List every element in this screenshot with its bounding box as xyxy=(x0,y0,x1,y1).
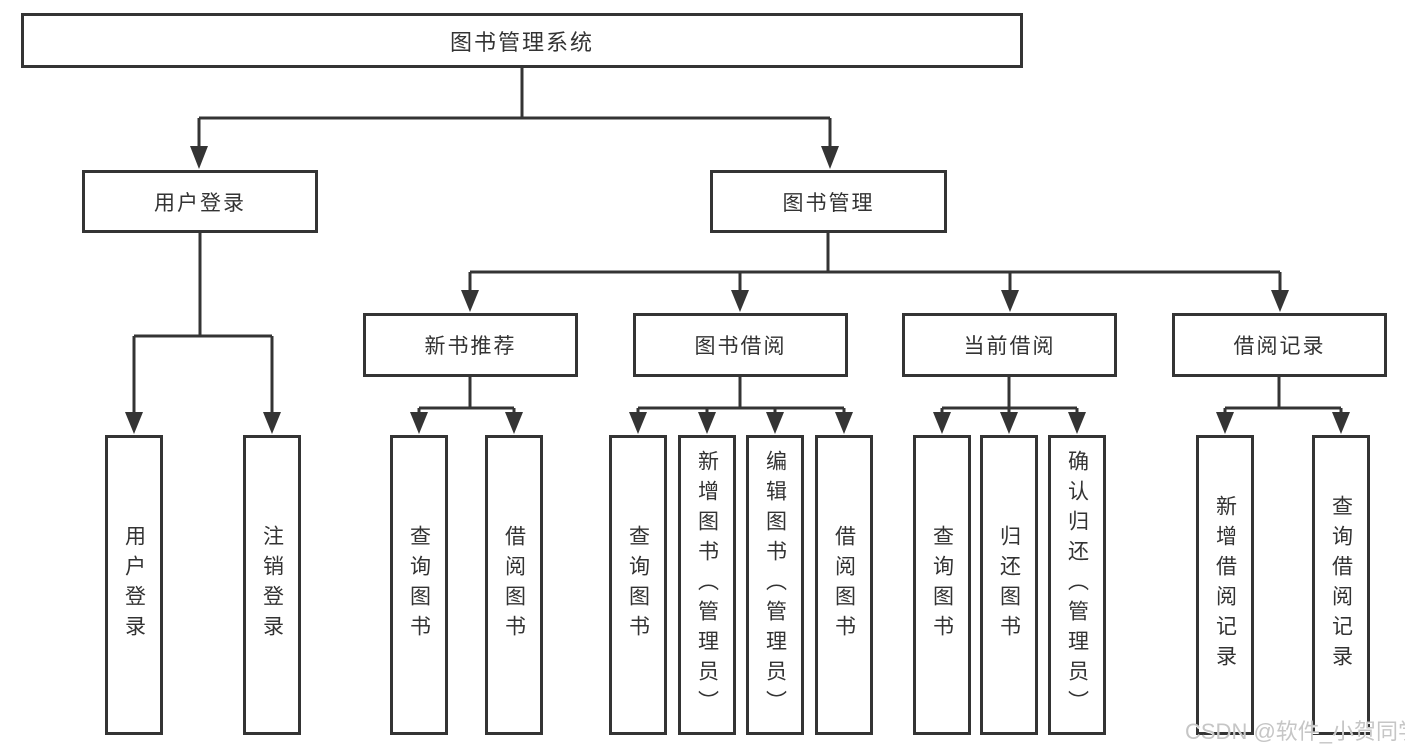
leaf-add-borrow-record: 新增借阅记录 xyxy=(1196,435,1254,735)
leaf-label: 注销登录 xyxy=(260,525,284,645)
leaf-borrow-books-recommend: 借阅图书 xyxy=(485,435,543,735)
leaf-label: 新增借阅记录 xyxy=(1213,495,1237,675)
leaf-label: 查询借阅记录 xyxy=(1329,495,1353,675)
node-label: 当前借阅 xyxy=(963,335,1056,358)
leaf-label: 用户登录 xyxy=(122,525,146,645)
leaf-label: 确认归还（管理员） xyxy=(1065,450,1089,720)
node-user-login: 用户登录 xyxy=(82,170,318,233)
node-book-borrow: 图书借阅 xyxy=(633,313,848,377)
arrowheads xyxy=(125,146,1350,434)
leaf-label: 查询图书 xyxy=(930,525,954,645)
leaf-label: 归还图书 xyxy=(997,525,1021,645)
leaf-query-books-current: 查询图书 xyxy=(913,435,971,735)
leaf-query-books-recommend: 查询图书 xyxy=(390,435,448,735)
node-label: 用户登录 xyxy=(154,191,246,215)
leaf-return-books: 归还图书 xyxy=(980,435,1038,735)
leaf-label: 新增图书（管理员） xyxy=(695,450,719,720)
leaf-edit-book-admin: 编辑图书（管理员） xyxy=(746,435,804,735)
node-borrow-records: 借阅记录 xyxy=(1172,313,1387,377)
node-label: 新书推荐 xyxy=(424,335,517,358)
node-current-borrow: 当前借阅 xyxy=(902,313,1117,377)
leaf-confirm-return-admin: 确认归还（管理员） xyxy=(1048,435,1106,735)
leaf-add-book-admin: 新增图书（管理员） xyxy=(678,435,736,735)
node-label: 图书管理系统 xyxy=(449,29,594,55)
leaf-logout: 注销登录 xyxy=(243,435,301,735)
leaf-query-books-borrow: 查询图书 xyxy=(609,435,667,735)
node-new-book-recommend: 新书推荐 xyxy=(363,313,578,377)
csdn-watermark: CSDN @软件_小贺同学 xyxy=(1185,719,1405,744)
leaf-query-borrow-record: 查询借阅记录 xyxy=(1312,435,1370,735)
node-label: 图书借阅 xyxy=(694,335,787,358)
leaf-label: 查询图书 xyxy=(407,525,431,645)
leaf-label: 编辑图书（管理员） xyxy=(763,450,787,720)
node-label: 借阅记录 xyxy=(1233,335,1326,358)
leaf-label: 借阅图书 xyxy=(832,525,856,645)
node-label: 图书管理 xyxy=(782,191,875,215)
leaf-user-login: 用户登录 xyxy=(105,435,163,735)
node-book-management: 图书管理 xyxy=(710,170,947,233)
leaf-borrow-books: 借阅图书 xyxy=(815,435,873,735)
leaf-label: 查询图书 xyxy=(626,525,650,645)
leaf-label: 借阅图书 xyxy=(502,525,526,645)
node-library-system: 图书管理系统 xyxy=(21,13,1023,68)
